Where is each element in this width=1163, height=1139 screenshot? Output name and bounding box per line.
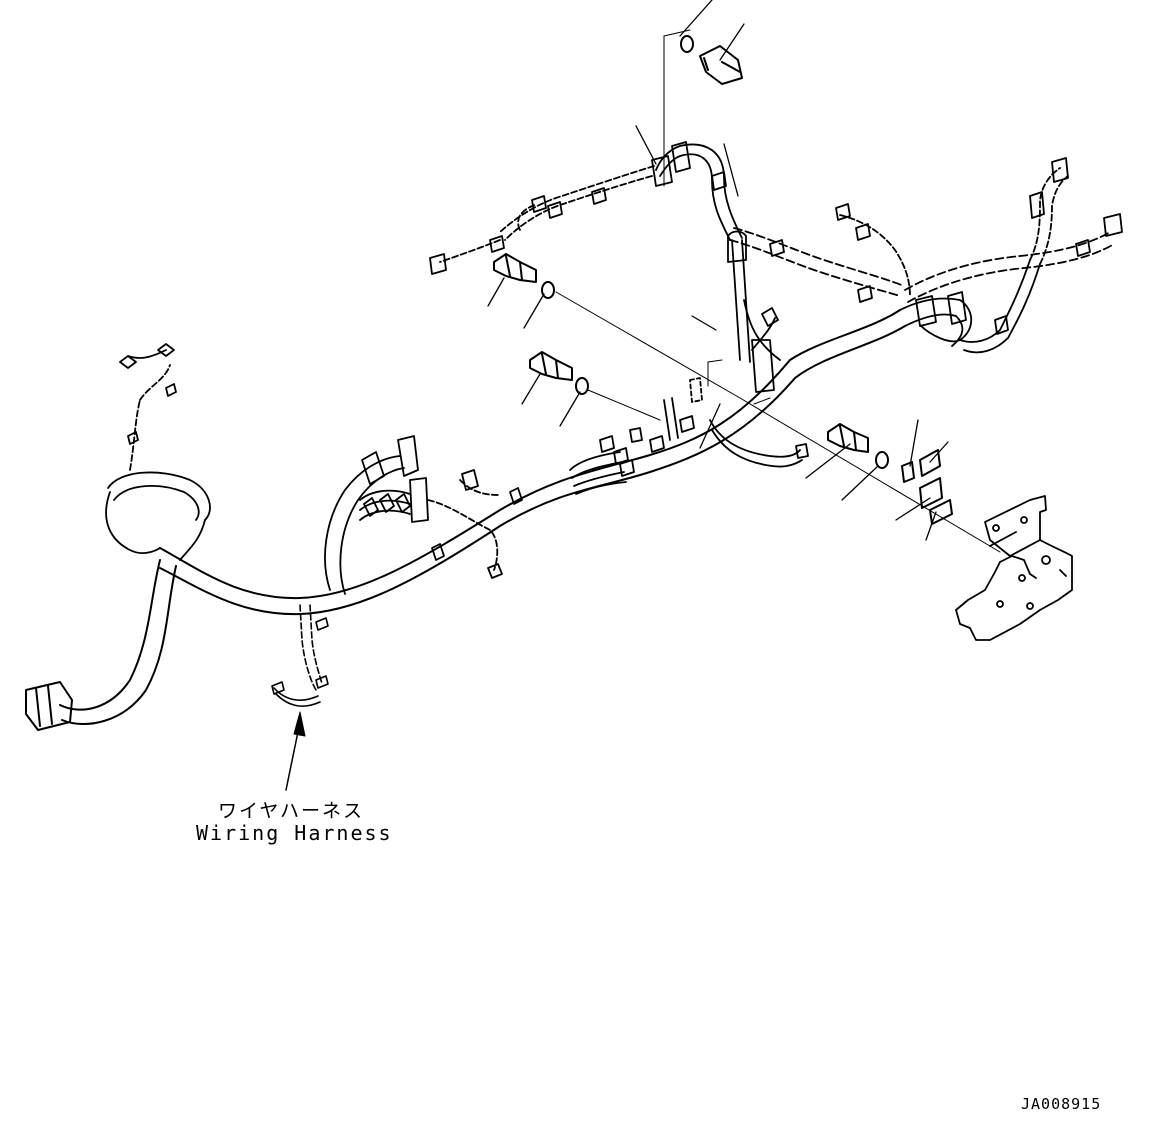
leader-lines [487,0,949,541]
lower-drop-harness [271,604,329,707]
upper-harness [429,141,911,303]
wiring-harness-label-en: Wiring Harness [196,821,393,845]
clips [901,449,953,525]
bolt-left-upper [493,253,537,283]
harness-pointer-arrow [285,711,306,791]
mounting-bracket [955,495,1073,641]
bolt-top [699,45,743,85]
upper-vertical-harness [727,230,781,393]
left-drop-cable [59,559,177,726]
left-loop-harness [105,343,211,561]
central-connector-cluster [324,435,523,595]
wiring-harness-label-jp: ワイヤハーネス [218,800,365,822]
bolt-left-lower [529,351,573,381]
left-connector-block [25,681,73,731]
bolt-right [827,423,869,453]
upper-right-harness [899,157,1123,354]
document-code: JA008915 [1021,1095,1102,1113]
alignment-lines [555,29,1001,553]
main-harness-trunk [159,309,906,616]
mid-branch-cables [569,377,809,495]
washers [541,35,889,469]
